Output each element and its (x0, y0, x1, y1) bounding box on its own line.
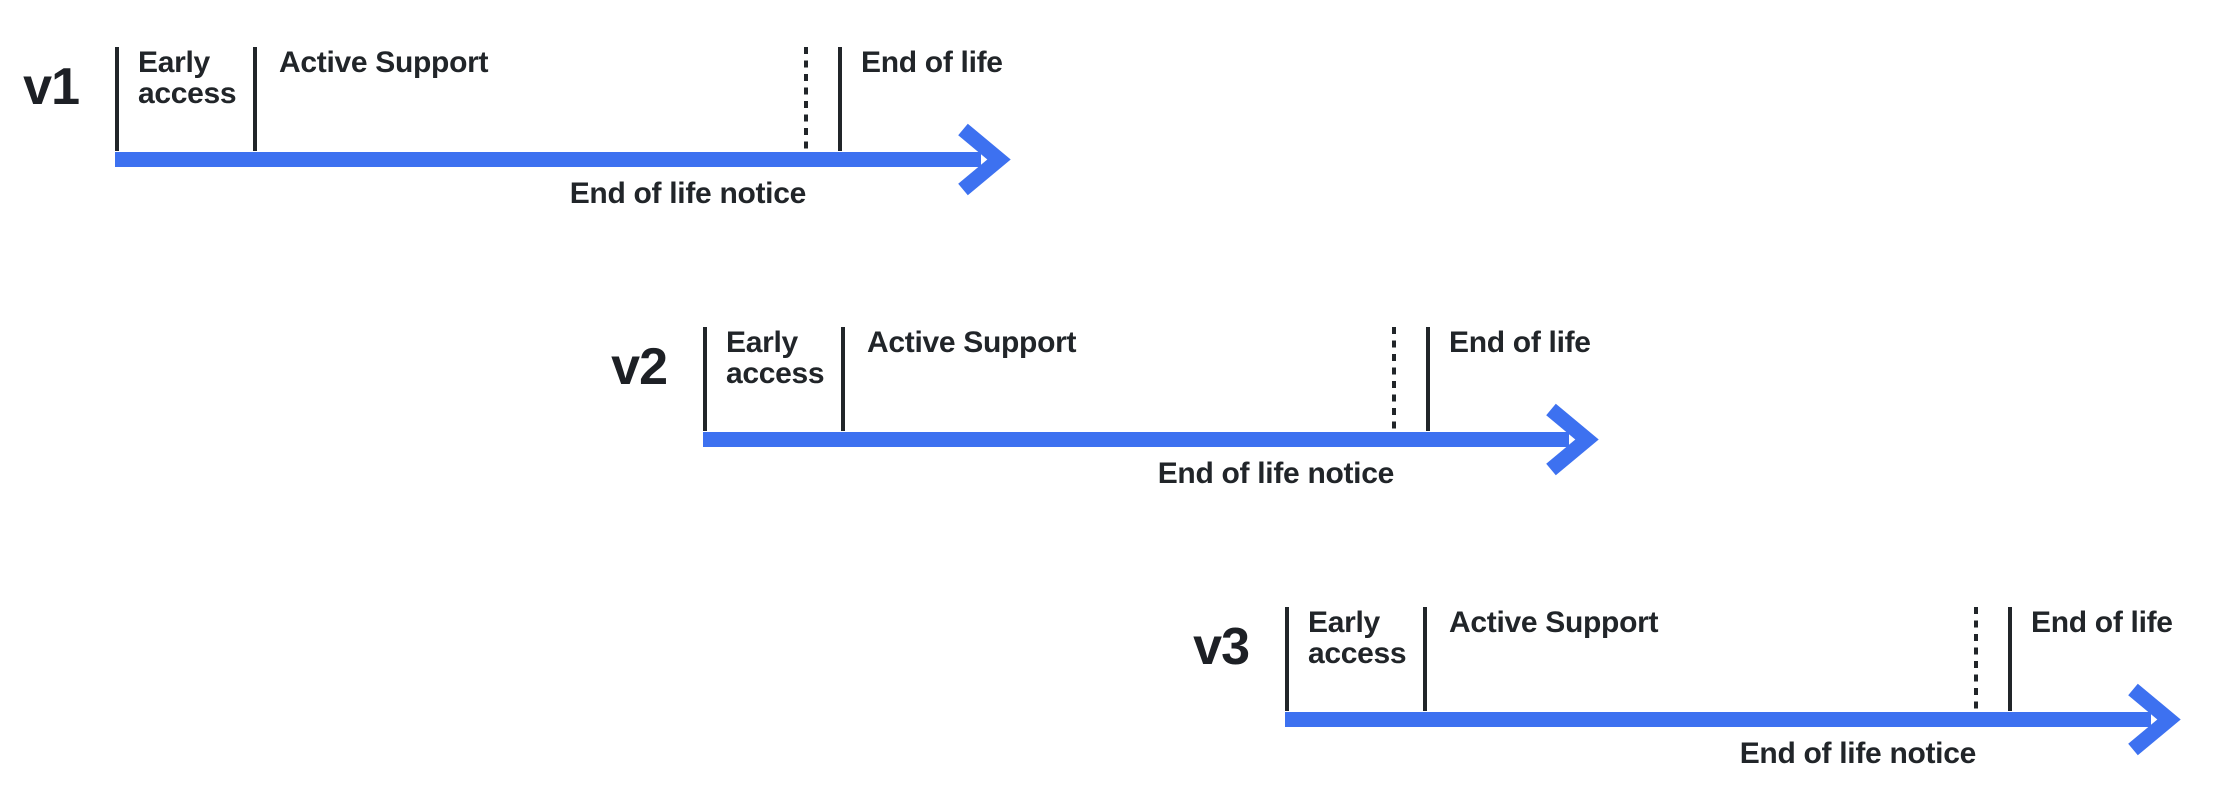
early-access-start-tick (1285, 607, 1289, 711)
end-of-life-notice-dashed-tick (804, 47, 808, 151)
version-label-v1: v1 (23, 58, 80, 116)
end-of-life-tick (2008, 607, 2012, 711)
end-of-life-notice-label: End of life notice (569, 177, 807, 210)
active-support-label: Active Support (867, 326, 1077, 359)
version-label-v3: v3 (1193, 618, 1250, 676)
timeline-arrow (115, 123, 1011, 196)
end-of-life-notice-label: End of life notice (1739, 737, 1977, 770)
active-support-label: Active Support (279, 46, 489, 79)
timeline-arrowhead-icon (1546, 403, 1599, 476)
early-access-label: Early access (1308, 606, 1407, 670)
end-of-life-label: End of life (1449, 326, 1591, 359)
end-of-life-notice-dashed-tick (1392, 327, 1396, 431)
early-access-label: Early access (726, 326, 825, 390)
timeline-arrow (703, 403, 1599, 476)
early-access-label: Early access (138, 46, 237, 110)
timeline-arrow (1285, 683, 2181, 756)
active-support-start-tick (841, 327, 845, 431)
early-access-start-tick (115, 47, 119, 151)
end-of-life-tick (838, 47, 842, 151)
timeline-arrowhead-icon (958, 123, 1011, 196)
early-access-start-tick (703, 327, 707, 431)
active-support-label: Active Support (1449, 606, 1659, 639)
version-label-v2: v2 (611, 338, 668, 396)
timeline-arrowhead-icon (2128, 683, 2181, 756)
end-of-life-label: End of life (2031, 606, 2173, 639)
end-of-life-notice-dashed-tick (1974, 607, 1978, 711)
end-of-life-label: End of life (861, 46, 1003, 79)
end-of-life-notice-label: End of life notice (1157, 457, 1395, 490)
active-support-start-tick (1423, 607, 1427, 711)
active-support-start-tick (253, 47, 257, 151)
end-of-life-tick (1426, 327, 1430, 431)
